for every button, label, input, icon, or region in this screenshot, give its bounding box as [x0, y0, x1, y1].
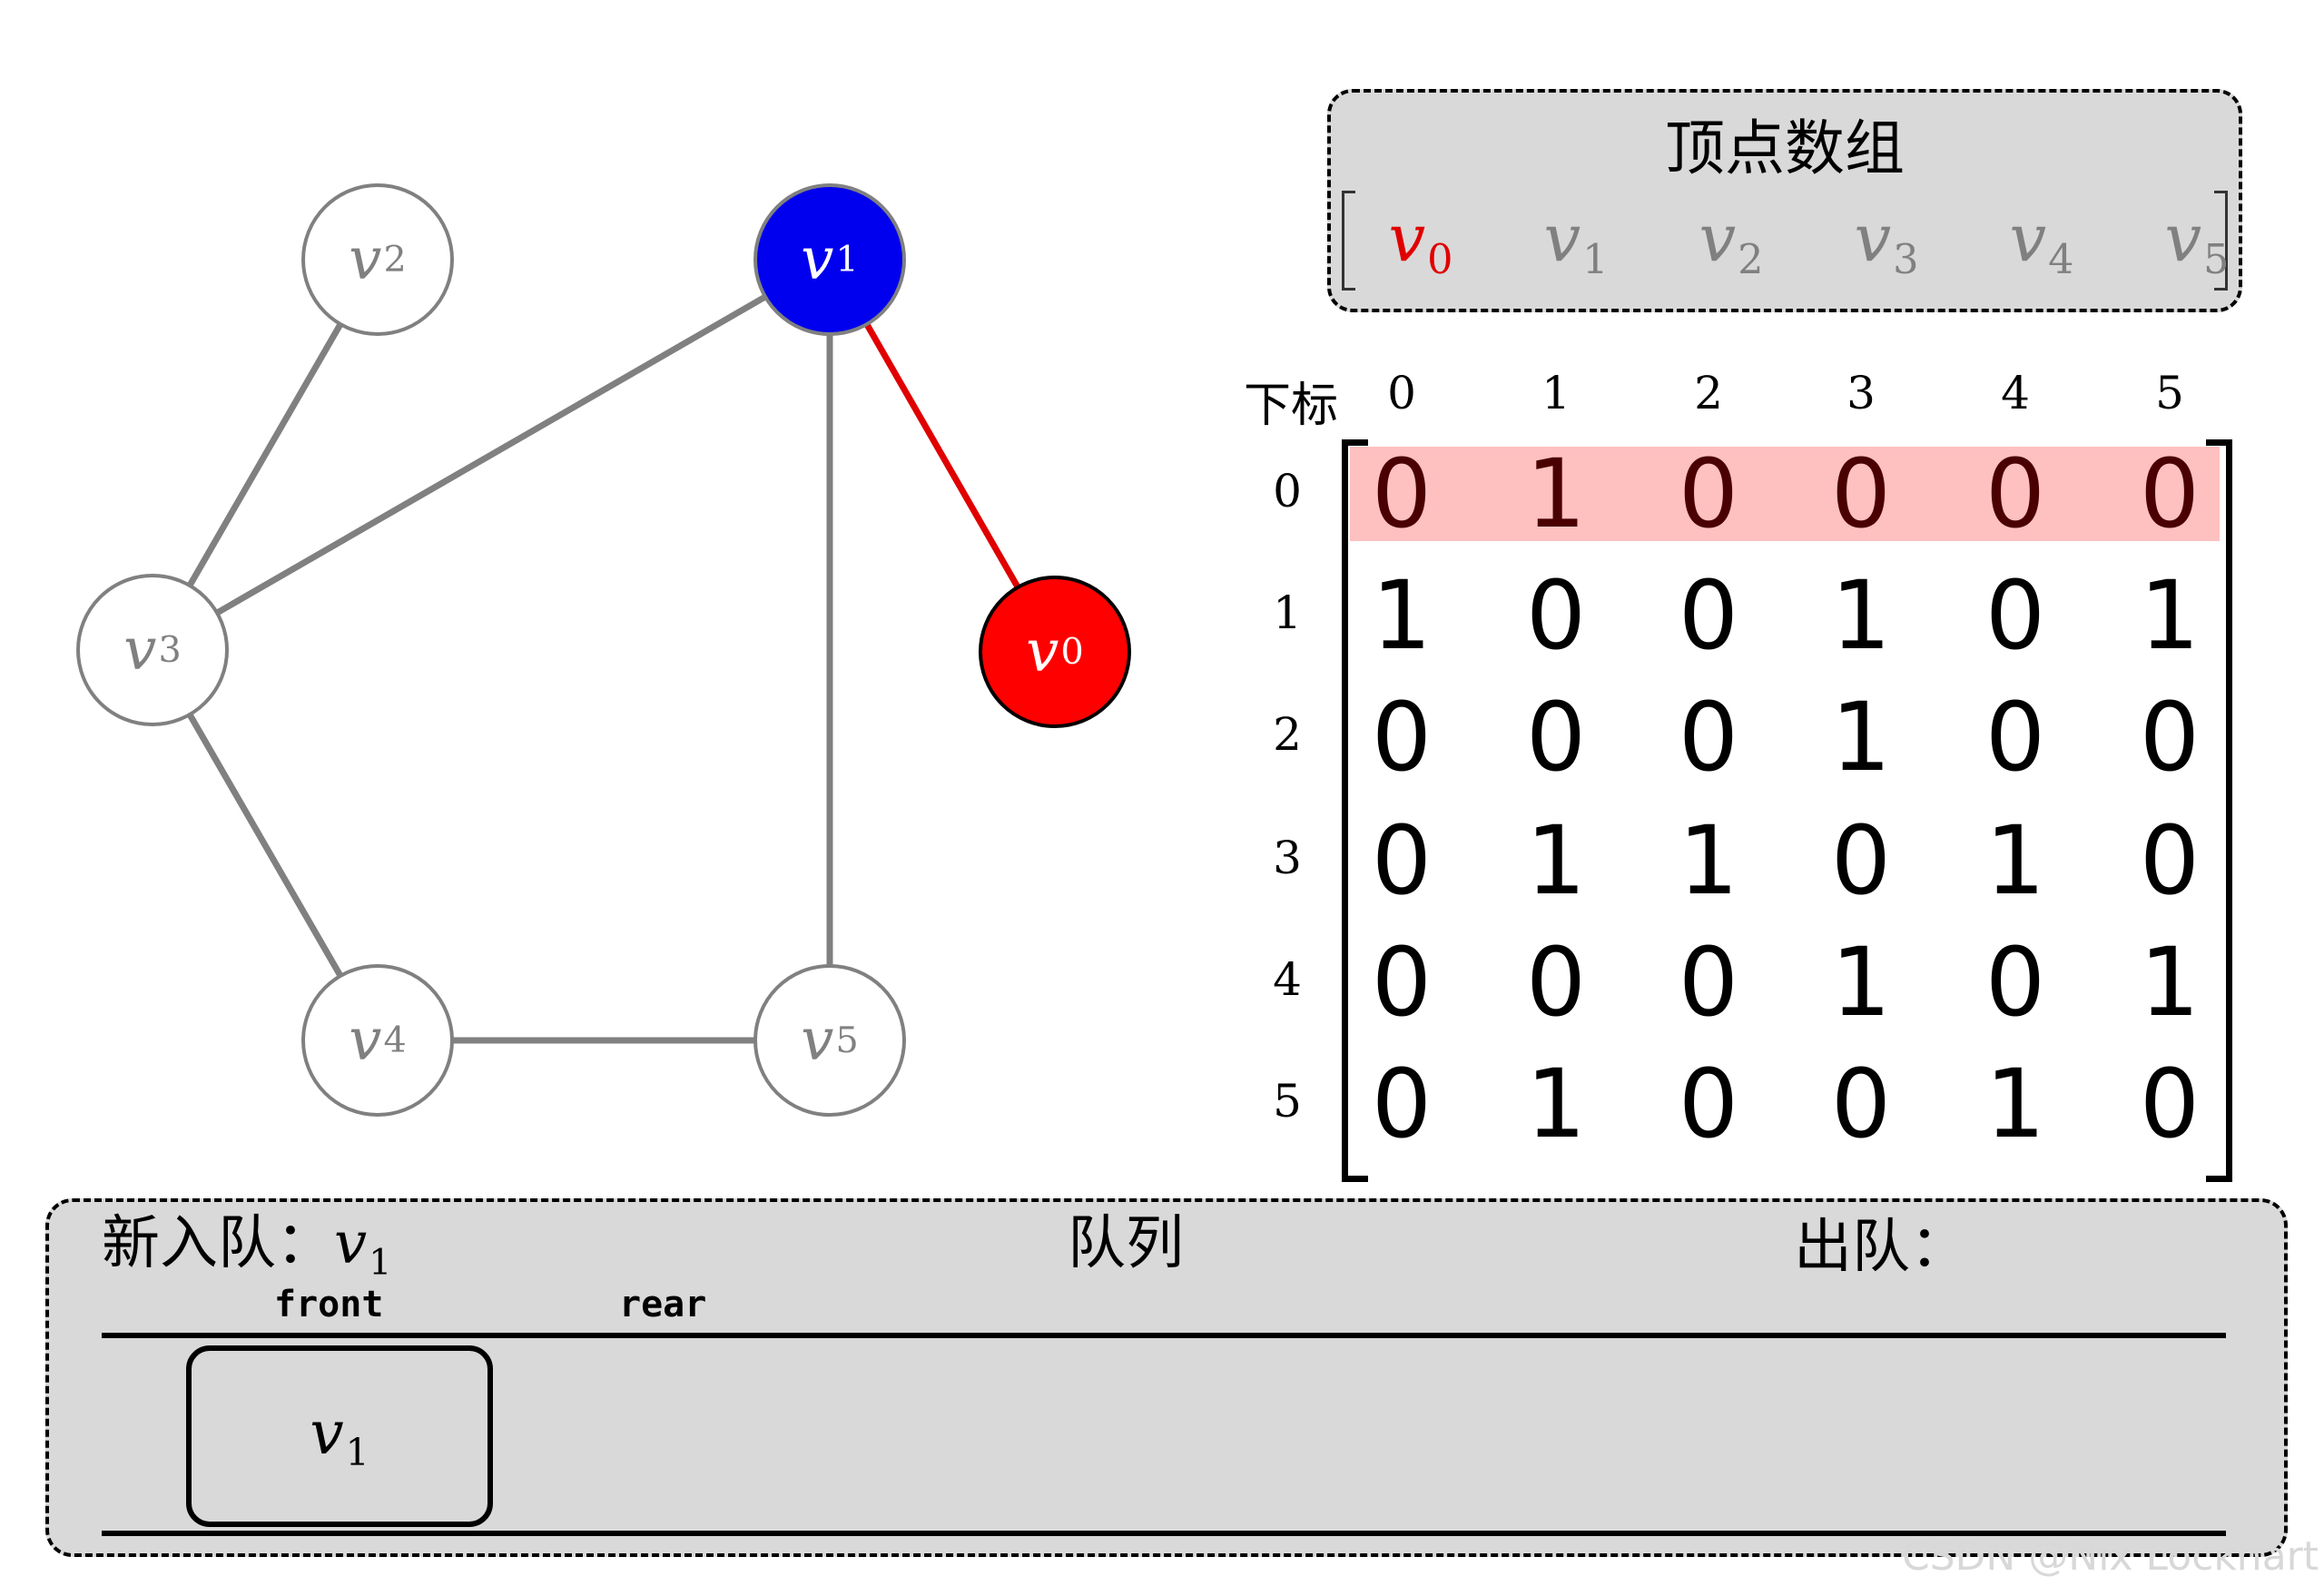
matrix-cell-0-4: 0: [1984, 438, 2046, 549]
matrix-left-bracket: [1342, 439, 1368, 1182]
matrix-cell-2-3: 1: [1830, 682, 1892, 793]
queue-title: 队列: [1068, 1210, 1184, 1277]
queue-panel: [45, 1198, 2288, 1557]
matrix-cell-1-5: 1: [2139, 560, 2201, 671]
graph-canvas: [76, 183, 1131, 1117]
matrix-cell-2-1: 0: [1525, 682, 1587, 793]
matrix-cell-1-1: 0: [1525, 560, 1587, 671]
front-pointer-label: front: [274, 1284, 384, 1325]
queue-item: v1: [186, 1345, 493, 1527]
matrix-row-index-5: 5: [1273, 1075, 1302, 1128]
matrix-cell-5-1: 1: [1525, 1049, 1587, 1159]
queue-item-label: v1: [310, 1397, 369, 1475]
vertex-array-item-1: v1: [1543, 200, 1609, 284]
vertex-array-right-bracket: [2214, 191, 2228, 291]
matrix-cell-2-5: 0: [2139, 682, 2201, 793]
matrix-cell-1-0: 1: [1371, 560, 1433, 671]
new-enqueue-text: 新入队：: [102, 1210, 334, 1277]
new-enqueue-label: 新入队：v1: [102, 1197, 391, 1284]
matrix-row-index-2: 2: [1273, 708, 1302, 761]
graph-edges: [149, 256, 1059, 1044]
matrix-col-index-0: 0: [1387, 367, 1416, 419]
node-v1: [753, 183, 906, 336]
matrix-cell-0-1: 1: [1525, 438, 1587, 549]
matrix-col-index-5: 5: [2155, 367, 2184, 419]
matrix-cell-5-2: 0: [1678, 1049, 1739, 1159]
matrix-col-index-1: 1: [1541, 367, 1571, 419]
node-v3: [76, 574, 229, 726]
vertex-array-item-3: v3: [1854, 200, 1919, 284]
matrix-cell-4-1: 0: [1525, 927, 1587, 1038]
matrix-index-label: 下标: [1243, 379, 1338, 433]
node-v2: [301, 183, 454, 336]
matrix-cell-1-2: 0: [1678, 560, 1739, 671]
matrix-col-index-2: 2: [1694, 367, 1723, 419]
vertex-array-title: 顶点数组: [1665, 113, 1905, 183]
matrix-cell-3-3: 0: [1830, 805, 1892, 916]
dequeue-label: 出队：: [1794, 1214, 1968, 1281]
matrix-cell-3-1: 1: [1525, 805, 1587, 916]
vertex-array-left-bracket: [1342, 191, 1355, 291]
matrix-cell-5-3: 0: [1830, 1049, 1892, 1159]
vertex-array-item-5: v5: [2164, 200, 2230, 284]
vertex-array-item-2: v2: [1699, 200, 1764, 284]
matrix-cell-4-5: 1: [2139, 927, 2201, 1038]
matrix-cell-1-4: 0: [1984, 560, 2046, 671]
queue-bottom-line: [102, 1531, 2226, 1536]
graph-nodes: [76, 183, 1131, 1117]
node-v0: [979, 576, 1131, 728]
vertex-array-item-0: v0: [1388, 200, 1453, 284]
matrix-cell-4-3: 1: [1830, 927, 1892, 1038]
matrix-cell-0-0: 0: [1371, 438, 1433, 549]
matrix-cell-2-2: 0: [1678, 682, 1739, 793]
edge-v3-v1: [151, 256, 832, 654]
matrix-cell-4-2: 0: [1678, 927, 1739, 1038]
matrix-highlight-row: [1350, 447, 2220, 541]
matrix-cell-1-3: 1: [1830, 560, 1892, 671]
node-v5: [753, 964, 906, 1117]
matrix-col-index-3: 3: [1846, 367, 1876, 419]
matrix-cell-3-5: 0: [2139, 805, 2201, 916]
matrix-cell-4-4: 0: [1984, 927, 2046, 1038]
matrix-cell-0-3: 0: [1830, 438, 1892, 549]
matrix-col-index-4: 4: [2001, 367, 2030, 419]
matrix-cell-5-0: 0: [1371, 1049, 1433, 1159]
matrix-cell-3-4: 1: [1984, 805, 2046, 916]
watermark: CSDN @Nix Lockhart: [1901, 1533, 2319, 1580]
matrix-cell-3-0: 0: [1371, 805, 1433, 916]
matrix-right-bracket: [2206, 439, 2232, 1182]
matrix-row-index-0: 0: [1273, 465, 1302, 517]
queue-top-line: [102, 1333, 2226, 1338]
vertex-array-panel: 顶点数组 v0 v1 v2 v3 v4 v5: [1327, 89, 2242, 312]
matrix-cell-2-0: 0: [1371, 682, 1433, 793]
matrix-cell-0-5: 0: [2139, 438, 2201, 549]
matrix-cell-4-0: 0: [1371, 927, 1433, 1038]
matrix-row-index-1: 1: [1273, 586, 1302, 639]
matrix-cell-3-2: 1: [1678, 805, 1739, 916]
matrix-row-index-3: 3: [1273, 832, 1302, 884]
matrix-row-index-4: 4: [1273, 953, 1302, 1006]
new-enqueue-vertex: v1: [334, 1210, 392, 1284]
matrix-cell-2-4: 0: [1984, 682, 2046, 793]
matrix-cell-5-4: 1: [1984, 1049, 2046, 1159]
vertex-array-item-4: v4: [2009, 200, 2074, 284]
node-v4: [301, 964, 454, 1117]
rear-pointer-label: rear: [619, 1284, 707, 1325]
matrix-cell-5-5: 0: [2139, 1049, 2201, 1159]
matrix-cell-0-2: 0: [1678, 438, 1739, 549]
